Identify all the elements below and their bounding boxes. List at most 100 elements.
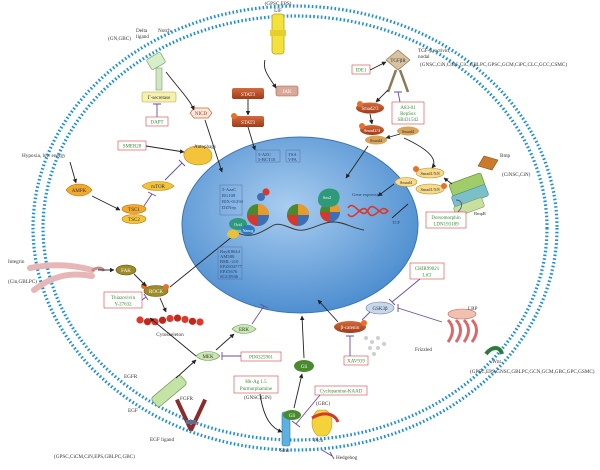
gli-node-membrane [283, 410, 301, 420]
mtor-label: mTOR [151, 185, 165, 190]
cyclopamine-inhibit [291, 394, 321, 428]
smad4-label-c: Smad4 [400, 180, 413, 185]
fak-node [115, 264, 137, 276]
rtk-cells-label: (GPSC,CiCM,CiN,EPS,GBLPC,GBC) [54, 453, 135, 460]
erk-nucleus-inhibit [251, 303, 269, 325]
smad23-p-label: Smad2/3 [364, 128, 381, 133]
tsc2-label: TSC2 [128, 218, 140, 223]
licl-label: LiCl [422, 274, 432, 279]
transcription-factor-complex [227, 218, 255, 239]
stat3-p-label: STAT3 [241, 121, 256, 126]
cytoskeleton-bead [158, 316, 167, 324]
dapt-label: DAPT [150, 121, 163, 126]
cytoskeleton-bead [136, 316, 144, 324]
hypoxia-ampk-arrow [69, 161, 78, 184]
cytoskeleton-bead [181, 315, 189, 324]
degradation-dot [370, 340, 374, 344]
frizzled-label: Frizzled [415, 347, 432, 353]
autophagy-vesicle [183, 145, 213, 166]
hh-ptch-inhibit [321, 449, 335, 460]
hh-ligand-shape [311, 412, 340, 423]
smo-label: Smo [280, 448, 290, 454]
dorsomorphin-box [425, 211, 467, 229]
xav939-box [343, 355, 369, 366]
wnt-cells-label: (GPSC,EPS,GNSC,GBLPC,GCN,GCM,GBC,GPC,GSM… [470, 368, 595, 375]
hh-agonist-box [233, 375, 279, 394]
xav939-inhibit [346, 335, 354, 356]
pd0325901-inhibit [221, 352, 241, 360]
egfr-label: EGFR [124, 374, 138, 380]
tsc-mtor-inhibit [143, 191, 157, 207]
nanog-label: Nanog [243, 228, 254, 233]
a83-label: A83-01 [400, 106, 416, 111]
nicd-nucleus-arrow [204, 119, 223, 173]
smad158-label-a: Smad1/5/8 [420, 171, 440, 176]
degradation-dot [368, 346, 372, 350]
ampk-node [65, 183, 93, 197]
tsc2-node [121, 214, 147, 224]
frizzled-receptor [446, 308, 478, 343]
tgfb-ligands-label-1: TGF-β, activin, [418, 48, 450, 54]
bmp-nucleus-arrow [377, 183, 395, 197]
notch-label: Notch [158, 28, 171, 34]
hedgehog-label: Hedgehog [336, 455, 358, 461]
bmpr-label: BmpR [474, 211, 487, 216]
integrin-receptor-a [27, 262, 95, 273]
dna-strand [235, 221, 365, 236]
hh-ag-label-2: Purmorphamine [240, 387, 273, 392]
fgfr-label: FGFR [180, 396, 194, 402]
nuc-kinase-4: EPZ5676 [220, 269, 238, 274]
erk-label: ERK [239, 328, 249, 333]
mtor-node [141, 181, 175, 191]
stat3-p-node [232, 116, 264, 127]
sox2-label: Sox2 [323, 195, 331, 200]
rock-cytoskeleton-arrow [159, 297, 167, 313]
y27632-label: Y-27632 [114, 303, 132, 308]
gene-tcf-link [391, 203, 409, 219]
nucleosome-middle [287, 204, 309, 226]
shh-cells-label: (GNSC,GiN) [244, 394, 272, 401]
integrin-cells-label: (Cin,GBLPC) [8, 278, 37, 285]
nuc-kinase-0: BayK8644 [220, 249, 241, 254]
notch-receptor [146, 52, 166, 91]
stat3-nuclear-dimer [257, 188, 270, 201]
egf-ligand-label: EGF ligand [150, 437, 174, 443]
nucleosome-left [247, 204, 269, 226]
cytoskeleton-bead [196, 318, 204, 326]
bcatenin-node [334, 321, 366, 333]
chir99021-label: CHIR99021 [415, 267, 440, 272]
smad4-node-b [397, 126, 419, 136]
xav939-label: XAV939 [347, 360, 365, 365]
gli-nucleus-arrow [299, 315, 305, 359]
mek-node [195, 351, 221, 361]
wnt-label: Wnt [492, 359, 501, 365]
phospho-dot [231, 113, 237, 119]
smad-phos-arrow [368, 113, 374, 125]
bcatenin-label: β-catenin [341, 326, 360, 331]
smad-tf [318, 188, 340, 208]
rock-nucleus-arrow [169, 231, 239, 288]
hh-ag-label-1: Hh-Ag 1.5 [245, 380, 267, 385]
gli-label: Gli [289, 414, 296, 419]
nuc-epi-4: DZNep [222, 205, 236, 210]
lif-label: LIF [274, 8, 282, 14]
repsox-label: RepSox [400, 112, 416, 117]
lif-jak-arrow [263, 59, 277, 89]
gsk3b-bcatenin-inhibit [361, 311, 371, 321]
nuc-box-top-1: 5-AZC [258, 152, 271, 157]
stat3-node [232, 88, 264, 99]
tgfb-inhibitor-box [391, 101, 425, 125]
tgfb-ligands-label-2: nodal [418, 54, 430, 60]
chir-inhibit [388, 278, 421, 306]
integrin-receptor-b [31, 271, 95, 293]
dapt-inhibit [153, 103, 161, 117]
cyclopamine-box [314, 385, 368, 396]
smad23-p-node [360, 125, 384, 135]
degradation-dot [382, 342, 386, 346]
rock-inhibit [141, 293, 149, 301]
gli-cyto-label: Gli [301, 365, 308, 370]
ide1-arrow [369, 61, 387, 71]
bmpr-receptor [448, 155, 499, 217]
degradation-dots [364, 336, 386, 356]
